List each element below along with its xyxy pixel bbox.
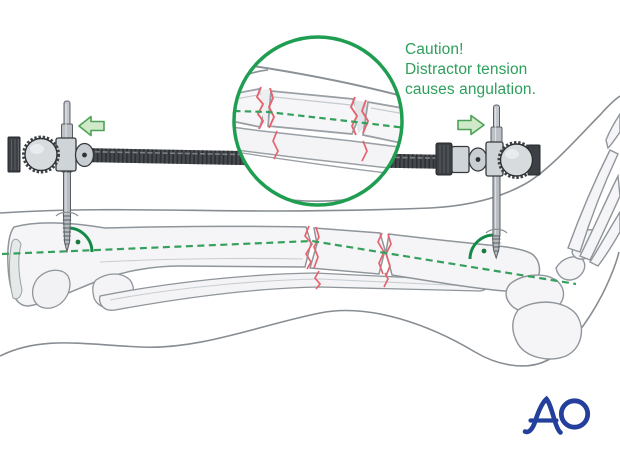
- ao-logo-letter-o: [558, 398, 591, 430]
- zoom-tibia-middle: [267, 90, 360, 135]
- fibula-inner-line: [109, 278, 471, 301]
- calcaneus: [512, 301, 583, 360]
- zoom-axis-dashed-line: [234, 109, 402, 130]
- right-clamp-sleeve: [451, 145, 470, 174]
- phalanx: [605, 112, 620, 150]
- left-skin-tent: [55, 211, 79, 217]
- zoom-fracture-lines: [255, 86, 370, 136]
- tibial-condyle: [31, 269, 71, 309]
- caution-note: Caution! Distractor tension causes angul…: [405, 41, 536, 98]
- left-clamp: [7, 135, 95, 174]
- right-skin-tent: [485, 228, 508, 234]
- pin-angle-markers: [67, 226, 495, 260]
- tibia-inner-line: [99, 257, 304, 263]
- ao-logo-letter-a: [522, 395, 563, 435]
- distraction-arrow-left-icon: [78, 115, 105, 137]
- leg-outline: [0, 95, 620, 367]
- right-adjustment-knob: [499, 143, 534, 177]
- metatarsal-2: [579, 173, 620, 261]
- left-pin-threaded-tip: [62, 215, 72, 254]
- left-pin-angle-arc: [67, 226, 94, 253]
- right-angle-dot: [481, 248, 487, 254]
- fibula-fracture-1: [313, 270, 322, 290]
- fibula-bone: [98, 272, 489, 311]
- navicular: [555, 256, 586, 281]
- right-knob-knurl: [497, 141, 536, 179]
- leg-top-skin-line: [0, 95, 620, 214]
- caution-text-line-3: causes angulation.: [405, 81, 536, 98]
- metatarsal-1: [567, 149, 619, 253]
- bone-axis-dashed-line: [1, 239, 577, 286]
- left-angle-dot: [75, 239, 81, 245]
- leg-bottom-skin-line: [0, 251, 620, 367]
- left-pivot-dot: [82, 152, 87, 158]
- zoom-fibula-fractures: [272, 130, 368, 162]
- zoom-skin-line-1: [239, 63, 402, 97]
- foot-bones: [505, 112, 620, 360]
- tibia-bone: [99, 227, 541, 292]
- right-pin-angle-arc: [468, 233, 495, 260]
- magnifier-inset: [232, 35, 404, 207]
- right-pivot-dot: [475, 157, 481, 162]
- zoom-tibia-left: [234, 87, 267, 129]
- tibia-distal-segment: [385, 233, 541, 292]
- zoom-fragment-2: [354, 100, 369, 134]
- left-adjustment-knob: [24, 137, 58, 172]
- ao-logo: [522, 395, 591, 435]
- caution-text-line-1: Caution!: [405, 41, 464, 58]
- fracture-lines: [304, 225, 392, 290]
- tibia-middle-segment: [309, 227, 386, 275]
- caution-text-line-2: Distractor tension: [405, 61, 527, 78]
- tibia-fracture-1b: [313, 226, 320, 269]
- right-clamp: [435, 141, 541, 179]
- distraction-arrow-right-icon: [457, 114, 485, 136]
- left-knob-knurl: [22, 135, 60, 174]
- zoom-fragment-1: [260, 89, 272, 127]
- tibia-fracture-1a: [304, 225, 314, 270]
- metatarsal-3: [588, 210, 620, 267]
- fibula-fracture-2: [383, 272, 389, 288]
- magnifier-ring-icon: [232, 35, 404, 207]
